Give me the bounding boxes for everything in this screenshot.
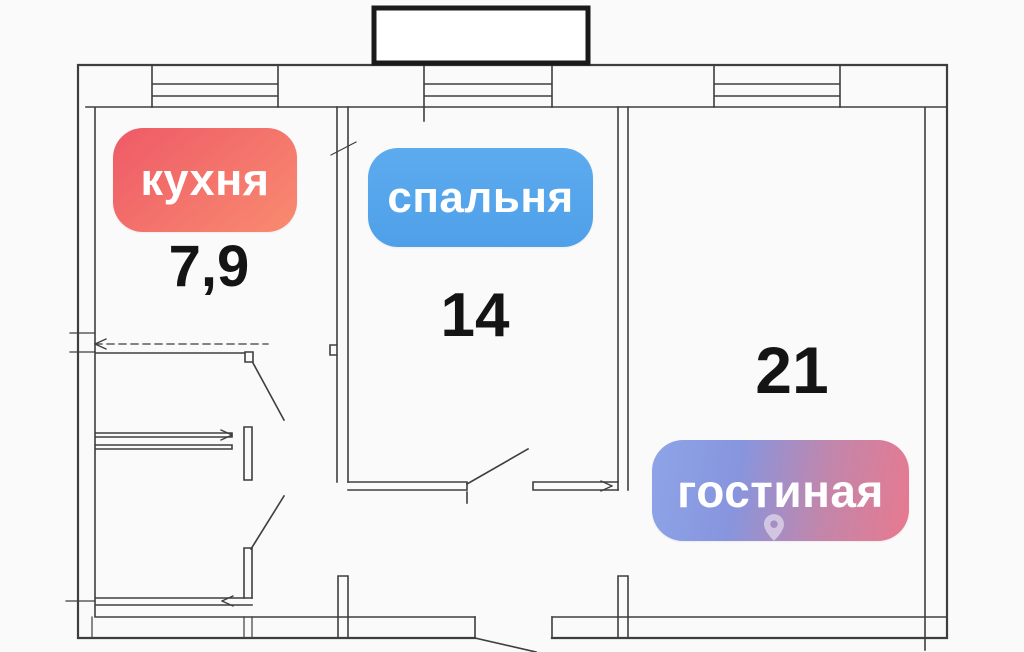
room-badge-kitchen: кухня: [113, 128, 297, 232]
wall-kitchen-bedroom: [329, 106, 357, 483]
wall-bedroom-living: [617, 106, 629, 638]
map-pin-icon: [764, 514, 784, 541]
bedroom-label: спальня: [387, 172, 574, 222]
kitchen-label: кухня: [140, 154, 270, 205]
wall-wc: [95, 351, 254, 363]
door-swing-bathroom: [249, 494, 286, 551]
door-swing-wc: [251, 361, 286, 422]
inner-walls: [85, 106, 948, 651]
kitchen-passage-line: [94, 338, 269, 350]
living-area-value: 21: [755, 333, 829, 407]
window-living: [713, 64, 841, 108]
living-label: гостиная: [677, 464, 884, 517]
door-swing-bedroom: [465, 447, 530, 486]
wall-wc-bathroom: [95, 426, 253, 481]
wall-ticks: [65, 332, 253, 639]
entrance-door: [474, 616, 553, 652]
window-bedroom: [423, 64, 553, 122]
balcony: [371, 5, 591, 66]
window-kitchen: [151, 64, 279, 108]
wall-bathroom: [95, 547, 253, 607]
wall-bedroom-bottom: [347, 480, 619, 504]
room-badge-bedroom: спальня: [368, 148, 593, 247]
bedroom-area-value: 14: [440, 281, 510, 350]
room-badge-living: гостиная: [652, 440, 909, 541]
wall-hall-stub: [337, 575, 349, 638]
kitchen-area-value: 7,9: [168, 234, 250, 299]
